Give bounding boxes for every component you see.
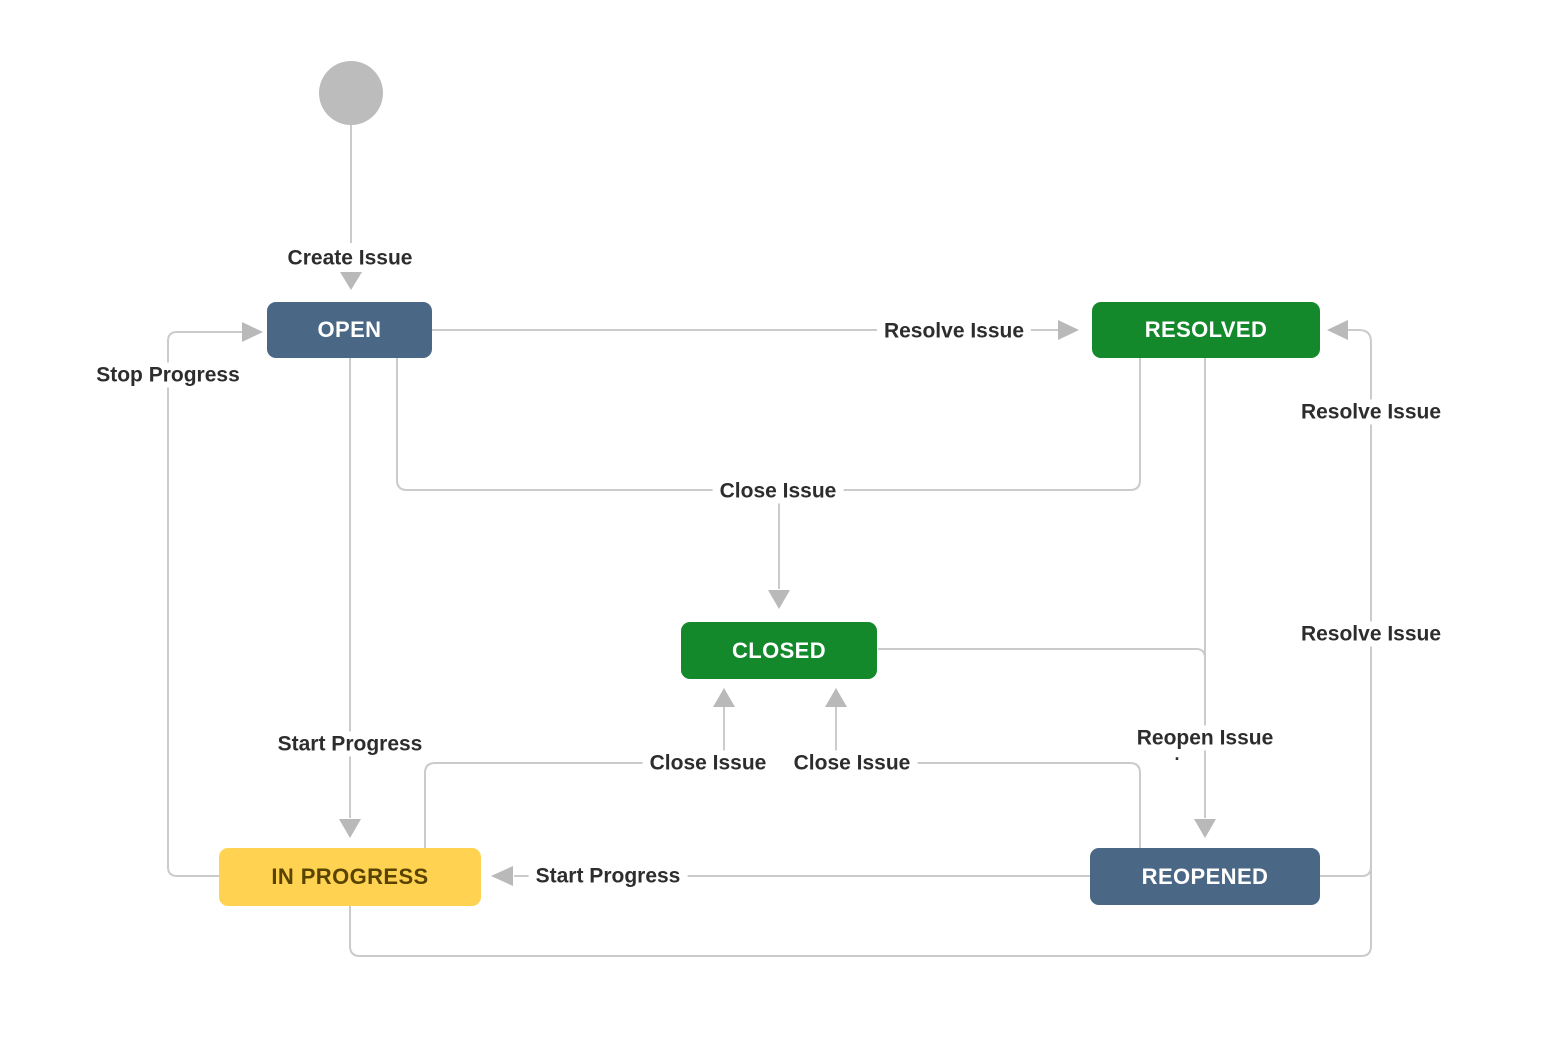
- arrowhead-into-resolved-right: [1327, 320, 1348, 340]
- node-open[interactable]: OPEN: [267, 302, 432, 358]
- node-open-label: OPEN: [317, 317, 382, 342]
- reopen-issue-stray-dot: .: [1174, 744, 1180, 764]
- arrowhead-into-resolved-left: [1058, 320, 1079, 340]
- edge-in-progress-to-resolved: [349, 329, 1372, 957]
- node-in-progress[interactable]: IN PROGRESS: [219, 848, 481, 906]
- edge-open-resolved-close-rail: [396, 358, 1141, 491]
- transition-label-resolve-issue-open[interactable]: Resolve Issue: [876, 318, 1032, 344]
- edge-in-progress-to-open: [167, 331, 242, 877]
- edge-closed-to-reopened: [878, 648, 1206, 659]
- node-reopened[interactable]: REOPENED: [1090, 848, 1320, 905]
- arrowhead-into-reopened-top: [1194, 819, 1216, 838]
- arrowhead-into-open-left: [242, 322, 263, 342]
- transition-label-resolve-issue-right-lower[interactable]: Resolve Issue: [1293, 621, 1449, 647]
- edge-reopened-to-closed: [835, 707, 1141, 848]
- transition-label-create-issue[interactable]: Create Issue: [280, 245, 420, 271]
- node-closed-label: CLOSED: [731, 637, 827, 663]
- transition-label-close-issue-main[interactable]: Close Issue: [712, 478, 844, 504]
- transition-label-start-progress-open[interactable]: Start Progress: [270, 731, 430, 757]
- node-in-progress-label: IN PROGRESS: [271, 864, 429, 889]
- transition-label-resolve-issue-right-upper[interactable]: Resolve Issue: [1293, 399, 1449, 425]
- transition-label-reopen-issue[interactable]: Reopen Issue: [1129, 725, 1281, 751]
- transition-label-close-issue-in-progress[interactable]: Close Issue: [642, 750, 774, 776]
- arrowhead-into-closed-top: [768, 590, 790, 609]
- arrowhead-into-closed-bottom-right: [825, 688, 847, 707]
- node-resolved[interactable]: RESOLVED: [1092, 302, 1320, 358]
- node-reopened-label: REOPENED: [1141, 863, 1269, 889]
- arrowhead-into-open-top: [340, 272, 362, 290]
- edge-reopened-to-resolved-merge: [1320, 865, 1372, 877]
- transition-label-start-progress-reopened[interactable]: Start Progress: [528, 863, 688, 889]
- edge-in-progress-to-closed: [424, 707, 725, 848]
- arrowhead-into-in-progress-right: [491, 866, 513, 886]
- arrowhead-into-closed-bottom-left: [713, 688, 735, 707]
- transition-label-stop-progress[interactable]: Stop Progress: [89, 362, 247, 388]
- node-resolved-label: RESOLVED: [1144, 317, 1268, 342]
- node-closed[interactable]: CLOSED: [681, 622, 877, 679]
- transition-label-close-issue-reopened[interactable]: Close Issue: [786, 750, 918, 776]
- start-node-circle[interactable]: [319, 61, 383, 125]
- arrowhead-into-in-progress-top: [339, 819, 361, 838]
